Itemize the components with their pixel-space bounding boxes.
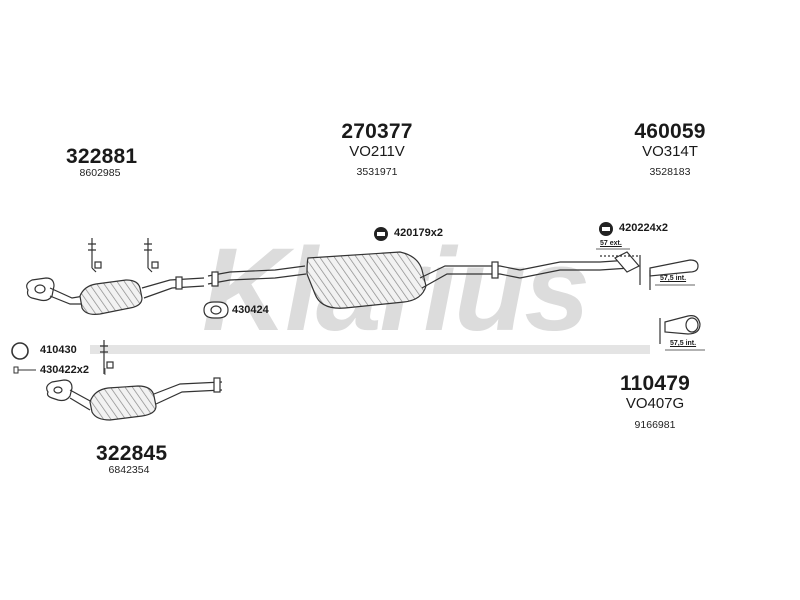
front-catalyst-322881 [26, 238, 205, 315]
gasket-icon [203, 301, 229, 319]
rubber-mount-icon-a [374, 227, 388, 241]
note-57-5-int-lower: 57,5 int. [670, 340, 697, 347]
center-silencer-270377 [207, 251, 521, 309]
ring-icon [11, 342, 29, 360]
accessory-430424: 430424 [232, 304, 269, 316]
part-number-322845: 322845 [96, 442, 168, 465]
tail-pipe-110479 [659, 315, 701, 344]
rear-catalyst-322845 [46, 340, 223, 421]
oem-number-3528183: 3528183 [649, 166, 691, 178]
watermark-bar [90, 345, 650, 354]
leader-lines [104, 248, 705, 375]
oem-number-3531971: 3531971 [356, 166, 398, 178]
rear-pipe-460059 [519, 251, 699, 290]
note-57-ext: 57 ext. [600, 240, 622, 247]
part-number-460059: 460059 [634, 120, 706, 143]
part-number-110479: 110479 [619, 372, 691, 395]
model-code-VO314T: VO314T [642, 143, 698, 160]
part-number-270377: 270377 [341, 120, 413, 143]
accessory-410430: 410430 [40, 344, 77, 356]
accessory-430422x2: 430422x2 [40, 364, 89, 376]
oem-number-8602985: 8602985 [79, 167, 121, 179]
model-code-VO407G: VO407G [625, 395, 685, 412]
rubber-mount-icon-b [599, 222, 613, 236]
oem-number-6842354: 6842354 [108, 464, 150, 476]
part-number-322881: 322881 [66, 145, 138, 168]
bolt-icon [13, 366, 36, 374]
oem-number-9166981: 9166981 [634, 419, 676, 431]
accessory-420224x2: 420224x2 [619, 222, 668, 234]
accessory-420179x2: 420179x2 [394, 227, 443, 239]
model-code-VO211V: VO211V [349, 143, 405, 160]
note-57-5-int-upper: 57,5 int. [660, 275, 687, 282]
